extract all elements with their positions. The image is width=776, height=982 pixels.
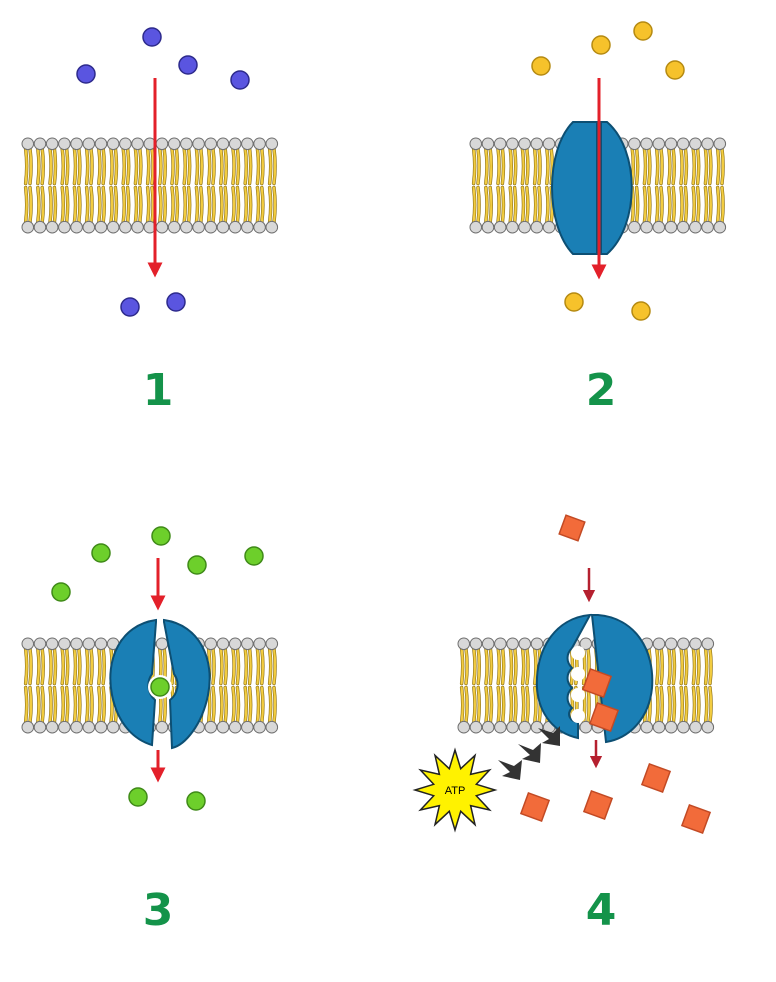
bound-molecule bbox=[150, 677, 170, 697]
molecule bbox=[631, 301, 651, 321]
panel-number: 4 bbox=[586, 885, 617, 936]
panel-number: 2 bbox=[586, 365, 617, 416]
molecules-inside bbox=[519, 762, 712, 835]
molecule bbox=[591, 35, 611, 55]
molecules-outside bbox=[531, 21, 685, 80]
molecule bbox=[581, 667, 613, 699]
channel-protein-icon bbox=[551, 120, 633, 256]
molecule bbox=[680, 803, 712, 835]
molecule bbox=[230, 70, 250, 90]
molecule bbox=[633, 21, 653, 41]
panel-number: 3 bbox=[143, 885, 174, 936]
molecule bbox=[178, 55, 198, 75]
molecules-inside bbox=[564, 292, 651, 321]
molecule bbox=[558, 514, 586, 542]
panel-3: 3 bbox=[21, 526, 279, 936]
panel-1: 1 bbox=[21, 27, 279, 416]
panel-number: 1 bbox=[143, 365, 174, 416]
molecule bbox=[186, 791, 206, 811]
molecule bbox=[588, 701, 620, 733]
bound-molecules bbox=[581, 667, 620, 733]
molecule bbox=[151, 526, 171, 546]
atp-label: ATP bbox=[445, 785, 466, 797]
molecule bbox=[665, 60, 685, 80]
molecules-outside bbox=[76, 27, 250, 90]
molecule bbox=[142, 27, 162, 47]
panel-2: 2 bbox=[469, 21, 727, 416]
molecule bbox=[640, 762, 672, 794]
molecules-outside bbox=[558, 514, 586, 542]
atp-burst-icon: ATP bbox=[412, 747, 498, 833]
molecule bbox=[51, 582, 71, 602]
molecule bbox=[582, 789, 614, 821]
molecule bbox=[76, 64, 96, 84]
panel-4: ATP 4 bbox=[412, 514, 715, 936]
molecule bbox=[91, 543, 111, 563]
molecule bbox=[531, 56, 551, 76]
molecule bbox=[166, 292, 186, 312]
molecule bbox=[564, 292, 584, 312]
molecules-inside bbox=[120, 292, 186, 317]
molecule bbox=[187, 555, 207, 575]
molecule bbox=[244, 546, 264, 566]
molecules-outside bbox=[51, 526, 264, 602]
energy-arrows bbox=[498, 726, 560, 780]
molecule bbox=[128, 787, 148, 807]
molecule bbox=[519, 791, 551, 823]
molecules-inside bbox=[128, 787, 206, 811]
molecule bbox=[120, 297, 140, 317]
lipid-bilayer bbox=[21, 137, 279, 234]
